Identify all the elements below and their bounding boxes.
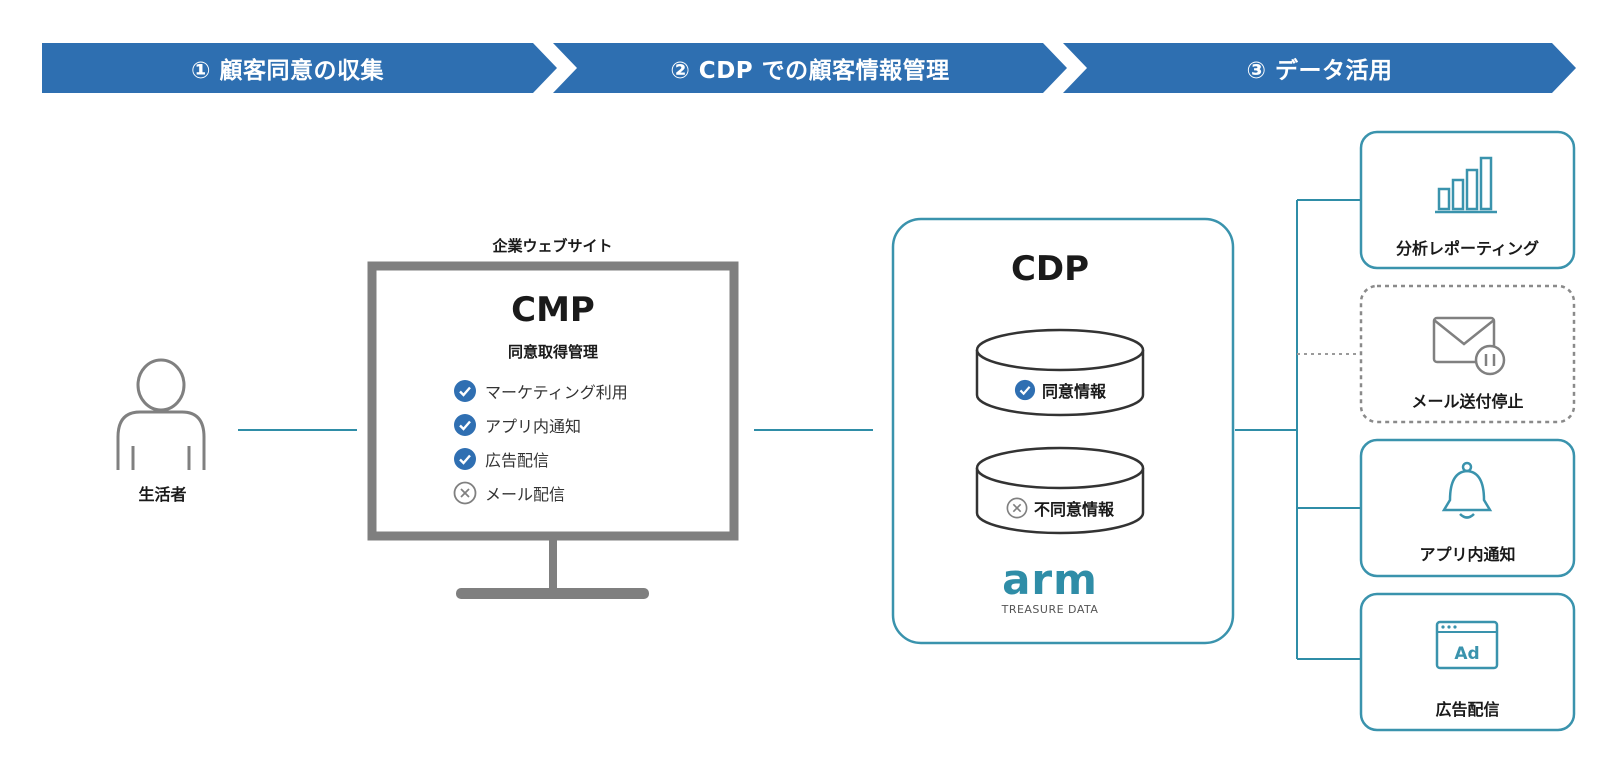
check-circle-icon [454,448,476,470]
bar-chart-icon [1435,156,1497,214]
check-circle-icon [454,414,476,436]
x-circle-icon [1006,497,1028,519]
step-3-label: ③ データ活用 [1246,58,1393,84]
cdp-box [891,217,1235,645]
consent-store-drum [975,328,1145,417]
nonconsent-store-text: 不同意情報 [1033,500,1114,519]
mail-paused-icon [1432,316,1506,376]
consent-item-label: 広告配信 [485,451,550,470]
treasure-data-logo-sub: TREASURE DATA [1001,603,1099,616]
cmp-subtitle: 同意取得管理 [507,343,598,361]
consent-item-ads: 広告配信 [453,445,549,473]
cmp-title: CMP [511,290,595,330]
consumer-label: 生活者 [138,485,187,504]
consent-store-label: 同意情報 [975,376,1145,404]
step-1-arrow [42,43,557,93]
check-circle-icon [1014,379,1036,401]
card-analytics-label: 分析レポーティング [1395,239,1540,258]
person-icon [116,358,206,470]
step-2-label: ② CDP での顧客情報管理 [670,58,950,84]
card-mail-stop [1359,284,1576,424]
nonconsent-store-label: 不同意情報 [975,494,1145,522]
consent-item-label: アプリ内通知 [485,417,582,436]
x-circle-icon [453,481,477,505]
card-ads [1359,592,1576,732]
consent-item-marketing: マーケティング利用 [453,377,628,405]
svg-text:Ad: Ad [1454,644,1479,664]
treasure-data-logo: arm [1002,555,1098,604]
step-2-arrow [553,43,1067,93]
check-circle-icon [454,380,476,402]
cdp-title: CDP [1010,249,1090,289]
consent-item-app-notify: アプリ内通知 [453,411,581,439]
card-mail-stop-label: メール送付停止 [1411,392,1524,411]
consent-item-mail: メール配信 [453,479,565,507]
consent-item-label: マーケティング利用 [485,383,628,402]
consent-store-text: 同意情報 [1041,382,1106,401]
monitor-frame [367,261,739,599]
ad-window-icon: Ad [1435,620,1499,670]
card-app-notify [1359,438,1576,578]
consent-item-label: メール配信 [485,485,566,504]
step-3-arrow [1063,43,1576,93]
output-branch-lines [1235,199,1361,660]
card-app-notify-label: アプリ内通知 [1419,545,1516,564]
step-1-label: ① 顧客同意の収集 [191,58,384,84]
card-ads-label: 広告配信 [1435,700,1500,719]
website-label: 企業ウェブサイト [492,237,613,255]
bell-icon [1441,461,1493,519]
